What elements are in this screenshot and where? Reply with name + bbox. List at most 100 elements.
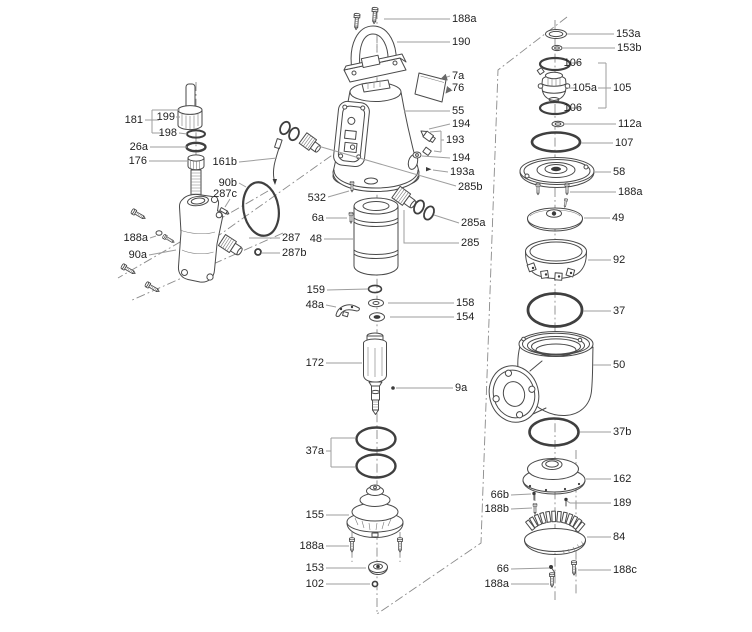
callout-7a: 7a xyxy=(452,70,465,82)
callout-193a: 193a xyxy=(450,166,475,178)
part-nut-193 xyxy=(422,146,432,156)
callout-48: 48 xyxy=(310,233,322,245)
callout-66b: 66b xyxy=(491,489,509,501)
callout-285: 285 xyxy=(461,237,479,249)
part-oring-285a-2 xyxy=(423,205,435,221)
leader-line-198 xyxy=(178,132,188,135)
callout-199: 199 xyxy=(157,111,175,123)
part-oring-37a-2 xyxy=(355,453,397,479)
leader-line-193a xyxy=(432,169,449,173)
callout-76: 76 xyxy=(452,82,464,94)
part-ring-159 xyxy=(367,284,383,294)
part-plug-194 xyxy=(420,130,436,143)
part-screws-188a-left xyxy=(120,207,176,295)
callout-188a: 188a xyxy=(452,13,477,25)
part-washer-188a xyxy=(155,230,163,236)
part-oring-37b xyxy=(528,417,580,447)
callout-112a: 112a xyxy=(618,118,643,130)
callout-90b: 90b xyxy=(219,177,237,189)
leader-line-188a xyxy=(149,235,157,239)
part-screw-188a-top1 xyxy=(352,12,361,31)
leader-line-532 xyxy=(327,190,350,198)
callout-188a: 188a xyxy=(124,232,149,244)
leader-line-48a xyxy=(325,304,337,308)
callout-287c: 287c xyxy=(213,188,237,200)
callout-50: 50 xyxy=(613,359,625,371)
callout-154: 154 xyxy=(456,311,474,323)
callout-84: 84 xyxy=(613,531,625,543)
leader-line-90b xyxy=(238,182,247,188)
leader-line-194 xyxy=(421,155,451,159)
part-rotor-172 xyxy=(363,332,387,415)
part-screw-6a xyxy=(348,211,354,224)
part-bearing-154 xyxy=(369,312,385,322)
part-connector-287 xyxy=(217,234,243,256)
part-connector-285 xyxy=(391,185,417,209)
part-wire-161b xyxy=(272,138,283,185)
callout-190: 190 xyxy=(452,36,470,48)
callout-49: 49 xyxy=(612,212,624,224)
part-impeller-155 xyxy=(346,484,404,538)
callout-158: 158 xyxy=(456,297,474,309)
callout-194: 194 xyxy=(452,118,470,130)
callout-162: 162 xyxy=(613,473,631,485)
callout-9a: 9a xyxy=(455,382,468,394)
leader-line-159 xyxy=(326,288,369,291)
part-oring-107 xyxy=(530,131,582,153)
callout-287b: 287b xyxy=(282,247,306,259)
part-clip-48a xyxy=(335,304,360,318)
part-oring-106-top xyxy=(538,56,572,72)
callout-55: 55 xyxy=(452,105,464,117)
callout-194: 194 xyxy=(452,152,470,164)
part-oring-90b xyxy=(242,181,280,237)
callout-37a: 37a xyxy=(306,445,325,457)
leader-line-285 xyxy=(403,210,459,244)
callout-102: 102 xyxy=(306,578,324,590)
part-oring-287b xyxy=(254,248,262,256)
part-oring-285-l1 xyxy=(279,120,291,136)
callout-153b: 153b xyxy=(617,42,641,54)
part-seal-housing-58 xyxy=(519,157,595,188)
part-nameplate-76 xyxy=(414,72,447,103)
leader-line-66b xyxy=(510,493,532,496)
leader-line-66 xyxy=(510,567,550,570)
part-pin-9a xyxy=(391,386,395,390)
part-screw-188a-bottom xyxy=(549,572,555,588)
part-cover-49 xyxy=(527,198,583,232)
callout-287: 287 xyxy=(282,232,300,244)
part-oring-285a-1 xyxy=(413,199,425,215)
part-ring-153b xyxy=(551,44,563,52)
callout-198: 198 xyxy=(159,127,177,139)
leader-line-90a xyxy=(148,249,177,256)
callout-92: 92 xyxy=(613,254,625,266)
part-pin-66 xyxy=(549,565,556,574)
middle-assembly xyxy=(279,6,447,588)
part-oring-37a-1 xyxy=(355,426,397,452)
left-assembly xyxy=(120,83,283,295)
part-oring-102 xyxy=(371,580,379,588)
part-switch-housing-90a xyxy=(177,193,224,283)
part-ring-112a xyxy=(551,120,565,128)
part-suction-cover-162 xyxy=(522,458,586,495)
part-screw-188a-r1 xyxy=(535,182,541,196)
leader-line-285a xyxy=(433,214,460,224)
leader-line-285b xyxy=(317,145,457,187)
callout-6a: 6a xyxy=(312,212,325,224)
callout-90a: 90a xyxy=(129,249,148,261)
part-strainer-84 xyxy=(524,510,586,555)
bracket-line-5 xyxy=(433,150,442,153)
part-stator-48 xyxy=(353,197,399,276)
callout-285a: 285a xyxy=(461,217,486,229)
part-valve-105a xyxy=(536,67,571,102)
callout-58: 58 xyxy=(613,166,625,178)
callout-66: 66 xyxy=(497,563,509,575)
part-volute-50 xyxy=(488,331,594,423)
callout-106: 106 xyxy=(564,102,582,114)
right-assembly xyxy=(488,29,595,588)
leader-line-287c xyxy=(224,198,231,208)
callout-188a: 188a xyxy=(618,186,643,198)
callout-37: 37 xyxy=(613,305,625,317)
callout-26a: 26a xyxy=(130,141,149,153)
